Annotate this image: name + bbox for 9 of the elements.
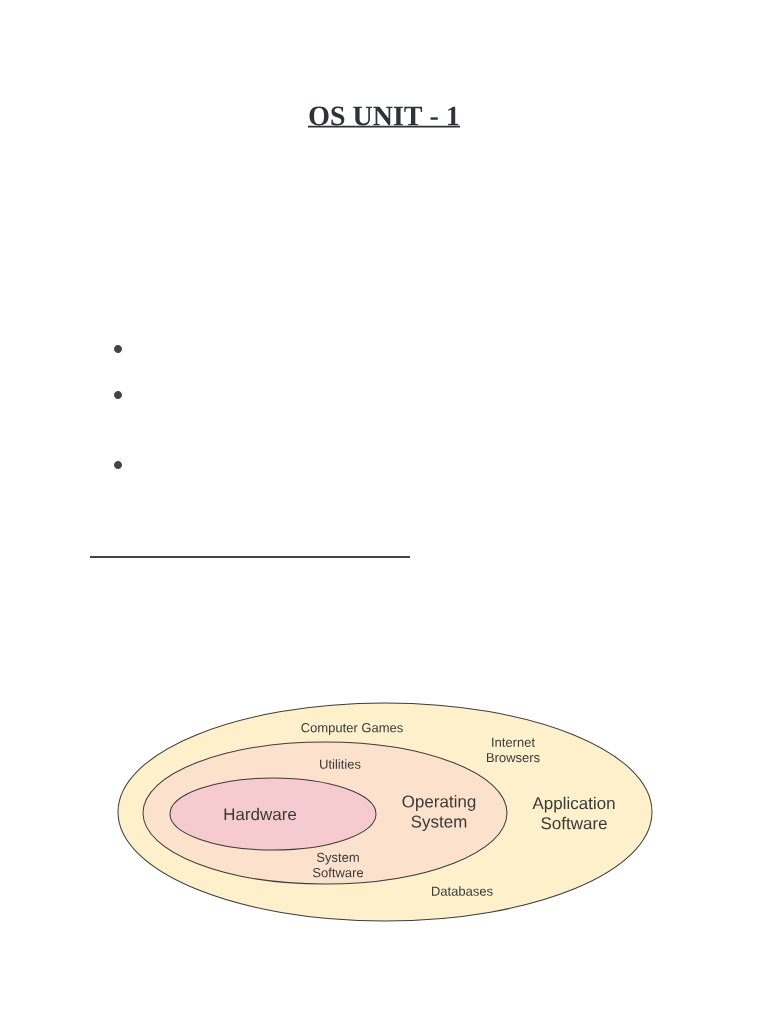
- example-label: Computer Games: [301, 723, 403, 735]
- example-label: Internet Browsers: [487, 737, 540, 763]
- example-label: Utilities: [320, 759, 361, 769]
- example-label: Databases: [432, 886, 493, 896]
- layer-label: Operating System: [402, 795, 476, 831]
- layer-label: Application Software: [532, 796, 615, 830]
- layer-label: Hardware: [224, 807, 297, 821]
- title: OS UNIT - 1: [307, 106, 461, 128]
- example-label: System Software: [312, 852, 364, 878]
